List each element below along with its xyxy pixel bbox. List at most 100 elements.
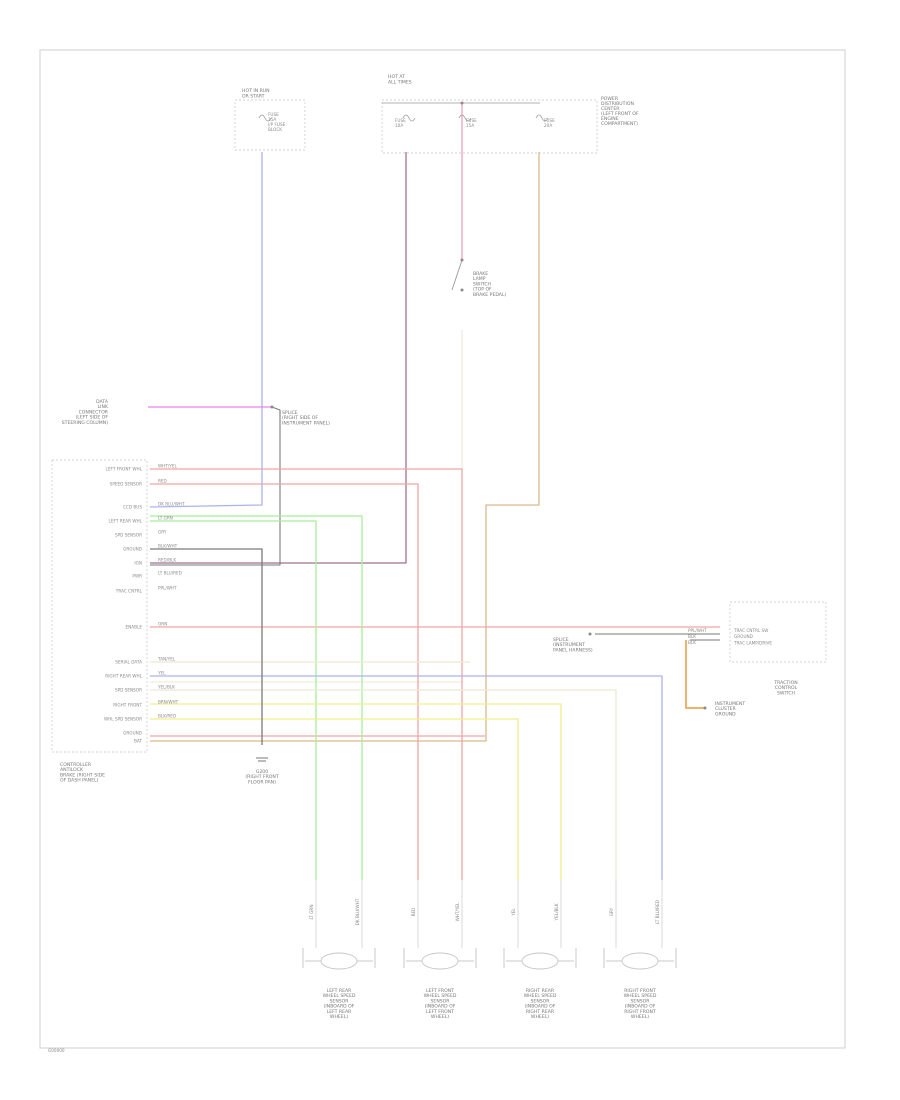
sensor-wire-label-2-1: YEL/BLK: [554, 903, 559, 921]
controller-wire-label-5: BLK/WHT: [158, 544, 178, 549]
fuse-box-right: [381, 99, 598, 154]
wire-right-rear-sensor-b: [150, 718, 519, 880]
controller-wire-label-1: RED: [158, 479, 167, 484]
wire-right-rear-sensor-a: [150, 703, 562, 880]
footer-code: G00000: [48, 1048, 65, 1053]
module-box: [729, 601, 827, 663]
controller-pin-15: GROUND: [123, 731, 142, 736]
component-layer: [51, 99, 827, 970]
controller-pin-2: CCD BUS: [123, 505, 142, 510]
sensor-body-1: [421, 952, 459, 970]
controller-wire-label-12: YEL/BLK: [157, 685, 175, 690]
controller-wire-label-8: PPL/WHT: [158, 586, 177, 591]
controller-wire-label-14: BLK/RED: [158, 714, 176, 719]
splice-dot: [270, 405, 274, 409]
controller-pin-12: SPD SENSOR: [115, 688, 142, 693]
controller-pin-8: TRAC CNTRL: [115, 589, 143, 594]
wire-module-orange: [685, 640, 705, 709]
controller-box: [51, 459, 148, 753]
module-splice-dot: [588, 632, 592, 636]
junction-fuse-bus: [460, 101, 464, 105]
controller-pin-11: RIGHT REAR WHL: [105, 674, 142, 679]
sensor-body-0: [320, 952, 358, 970]
sensor-wire-label-0-1: DK BLU/WHT: [355, 898, 360, 925]
wire-right-front-sensor-cream: [150, 689, 617, 880]
controller-pin-16: BAT: [134, 739, 142, 744]
controller-wire-label-6: RED/BLK: [158, 558, 176, 563]
controller-wire-label-7: LT BLU/RED: [158, 571, 182, 576]
sensor-body-3: [621, 952, 659, 970]
wire-splice-to-ignition: [150, 406, 281, 566]
fuse-symbol-1: [402, 114, 416, 122]
controller-pin-6: IGN: [134, 561, 142, 566]
controller-pin-7: PWR: [132, 574, 142, 579]
brake-switch-top: [460, 258, 464, 262]
sensor-wire-label-1-1: WHT/YEL: [455, 902, 460, 921]
sensor-wire-label-2-0: YEL: [511, 908, 516, 917]
wire-left-front-sensor-low: [150, 483, 419, 880]
sensor-wire-label-0-0: LT GRN: [309, 905, 314, 920]
wire-left-rear-sensor-b: [150, 515, 363, 880]
wire-right-front-sensor-blue: [150, 675, 663, 880]
diagram-frame: [39, 49, 846, 1049]
fuse-symbol-3: [535, 114, 549, 122]
sensor-wire-label-3-0: GRY: [609, 907, 614, 916]
controller-pin-0: LEFT FRONT WHL: [106, 467, 143, 472]
fuse-symbol-0: [258, 114, 272, 122]
fuse-symbol-2: [458, 114, 472, 122]
sensor-bracket-1: [403, 947, 477, 968]
controller-pin-5: GROUND: [123, 547, 142, 552]
wire-ground-gray: [150, 548, 263, 745]
controller-wire-label-4: GRY: [158, 530, 167, 535]
wire-left-front-sensor-high: [150, 468, 463, 880]
controller-wire-label-13: BRN/WHT: [158, 700, 179, 705]
controller-pin-1: SPEED SENSOR: [110, 482, 142, 487]
controller-pin-13: RIGHT FRONT: [113, 703, 142, 708]
sensor-bracket-3: [603, 947, 677, 968]
wire-layer: [148, 103, 720, 948]
sensor-wire-label-3-1: LT BLU/RED: [655, 900, 660, 924]
controller-wire-label-11: YEL: [157, 671, 166, 676]
brake-switch-bottom: [460, 288, 464, 292]
module-ground-dot: [703, 706, 707, 710]
sensor-body-2: [521, 952, 559, 970]
controller-wire-label-9: ORN: [158, 622, 167, 627]
controller-pin-10: SERIAL DATA: [115, 660, 142, 665]
wire-fuse-left-blue: [149, 152, 263, 508]
wire-fuse-10a-purple: [150, 152, 407, 564]
controller-wire-label-10: TAN/YEL: [157, 657, 176, 662]
controller-pin-9: ENABLE: [126, 625, 143, 630]
controller-wire-label-0: WHT/YEL: [158, 464, 177, 469]
sensor-wire-label-1-0: RED: [411, 908, 416, 917]
controller-pin-14: WHL SPD SENSOR: [104, 717, 142, 722]
wire-fuse-20a-tan: [150, 152, 540, 742]
wire-left-rear-sensor-a: [150, 520, 317, 880]
controller-pin-4: SPD SENSOR: [115, 533, 142, 538]
controller-wire-label-3: LT GRN: [158, 516, 173, 521]
sensor-bracket-2: [503, 948, 577, 968]
controller-wire-label-2: DK BLU/WHT: [158, 502, 185, 507]
